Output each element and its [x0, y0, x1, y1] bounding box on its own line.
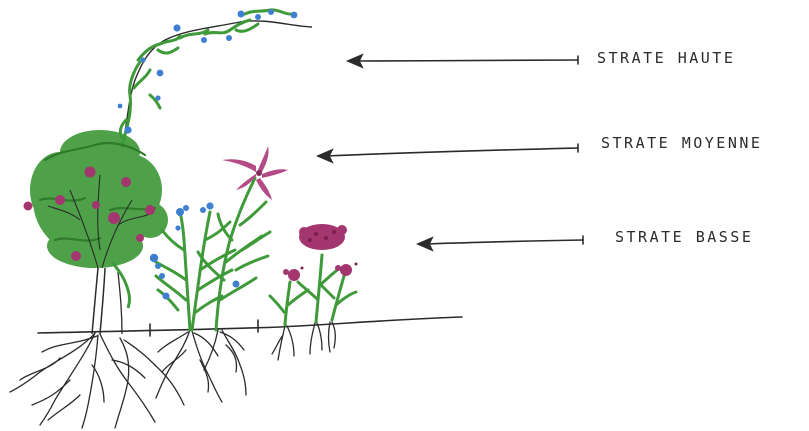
pink-flowered-groundcover: [270, 224, 358, 325]
label-strate-moyenne: STRATE MOYENNE: [601, 134, 762, 152]
arrow-left: [418, 236, 583, 250]
arrow-left: [318, 144, 578, 162]
label-strate-basse: STRATE BASSE: [615, 228, 753, 246]
climbing-vine: [118, 9, 312, 148]
shrub-with-berries: [24, 130, 169, 334]
root-systems: [10, 322, 335, 428]
label-strate-haute: STRATE HAUTE: [597, 49, 735, 67]
arrow-left: [348, 55, 578, 67]
